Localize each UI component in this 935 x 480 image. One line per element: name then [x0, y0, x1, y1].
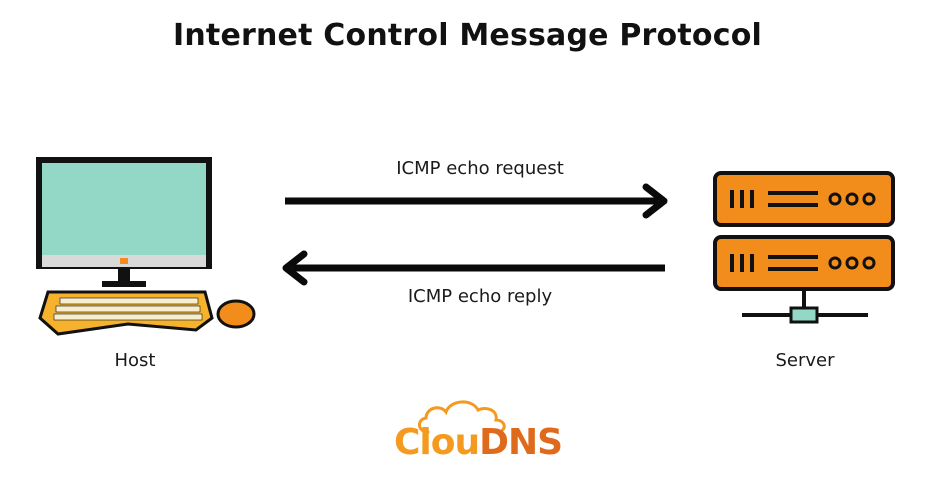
cloudns-logo: ClouDNS — [388, 396, 563, 466]
host-computer-icon — [36, 157, 256, 336]
logo-text: ClouDNS — [394, 422, 563, 463]
cloud-icon — [418, 400, 506, 434]
monitor-base — [102, 281, 146, 287]
request-arrow — [285, 183, 668, 219]
mouse — [216, 299, 256, 329]
monitor-screen — [42, 163, 206, 255]
network-connector — [789, 306, 819, 324]
server-unit-bottom — [713, 235, 895, 291]
diagram-title: Internet Control Message Protocol — [173, 18, 762, 53]
power-led — [120, 258, 128, 264]
server-unit-top — [713, 171, 895, 227]
server-label: Server — [775, 350, 835, 371]
keyboard-keys — [53, 297, 203, 321]
monitor-stand — [118, 268, 130, 282]
logo-text-dns: DNS — [479, 422, 563, 463]
reply-label: ICMP echo reply — [407, 286, 553, 307]
request-label: ICMP echo request — [396, 158, 564, 179]
server-icon — [713, 171, 895, 324]
host-label: Host — [114, 350, 156, 371]
logo-text-clou: Clou — [394, 422, 480, 463]
reply-arrow — [282, 250, 665, 286]
